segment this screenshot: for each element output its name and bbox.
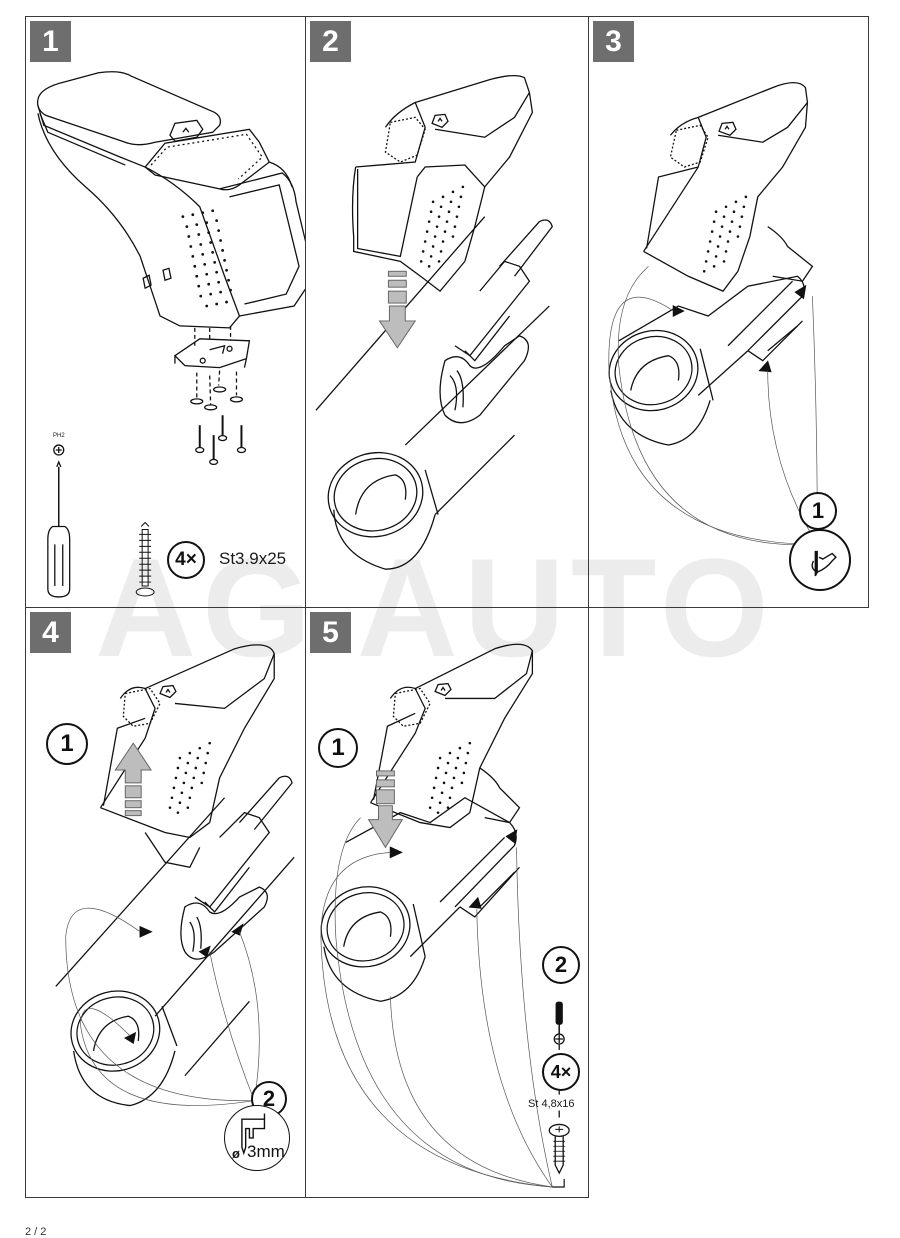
fastening-point-arrows	[389, 829, 518, 909]
arrow-up-icon	[114, 742, 153, 817]
step-panel-1: 1	[25, 16, 306, 608]
screws	[198, 415, 243, 460]
arrow-down-icon	[367, 770, 404, 849]
step-panel-4: 4	[25, 607, 306, 1198]
screwdriver-icon	[47, 444, 71, 598]
screw-spec: St 4,8x16	[528, 1098, 575, 1110]
diameter-symbol: ø	[232, 1146, 240, 1161]
washers	[190, 386, 244, 411]
armrest-marking-illustration	[608, 82, 818, 546]
arrow-down-icon	[378, 270, 417, 349]
step-number-badge: 3	[593, 21, 634, 62]
screw-quantity: 4×	[550, 1062, 572, 1082]
step-number-badge: 5	[310, 612, 351, 653]
step-panel-5: 5	[305, 607, 589, 1198]
step-number-badge: 4	[30, 612, 71, 653]
drill-size: 3mm	[247, 1142, 285, 1161]
callout-number: 1	[799, 492, 837, 530]
callout-number-1: 1	[318, 728, 358, 768]
perforation-dots	[168, 741, 211, 814]
armrest-drilling-illustration	[55, 644, 295, 1107]
perforation-dots	[181, 209, 232, 308]
step-number-badge: 1	[30, 21, 71, 62]
armrest-placement-illustration	[315, 74, 553, 570]
hand-marking-icon	[789, 529, 851, 591]
callout-number-2: 2	[542, 946, 580, 984]
armrest-fastening-illustration	[320, 643, 570, 1188]
callout-number-1: 1	[46, 723, 88, 765]
step-panel-3: 3	[588, 16, 869, 608]
screw-quantity-circle: 4×	[167, 541, 205, 579]
armrest-exploded-illustration	[36, 71, 305, 598]
perforation-dots	[428, 741, 472, 814]
drill-icon: ø 3mm	[224, 1105, 290, 1171]
wood-screw-icon	[135, 521, 155, 597]
page-number: 2 / 2	[25, 1226, 47, 1238]
step-panel-2: 2	[305, 16, 589, 608]
pan-head-screw-icon	[548, 1123, 570, 1175]
perforation-dots	[419, 185, 465, 268]
screw-quantity-circle: 4×	[542, 1053, 580, 1091]
screwdriver-bit-label: PH2	[53, 433, 65, 439]
perforation-dots	[702, 195, 748, 273]
screw-quantity: 4×	[175, 549, 197, 570]
step-number-badge: 2	[310, 21, 351, 62]
screw-spec: St3.9x25	[219, 549, 287, 568]
mounting-bracket	[173, 338, 251, 369]
screwdriver-icon	[553, 1001, 565, 1118]
